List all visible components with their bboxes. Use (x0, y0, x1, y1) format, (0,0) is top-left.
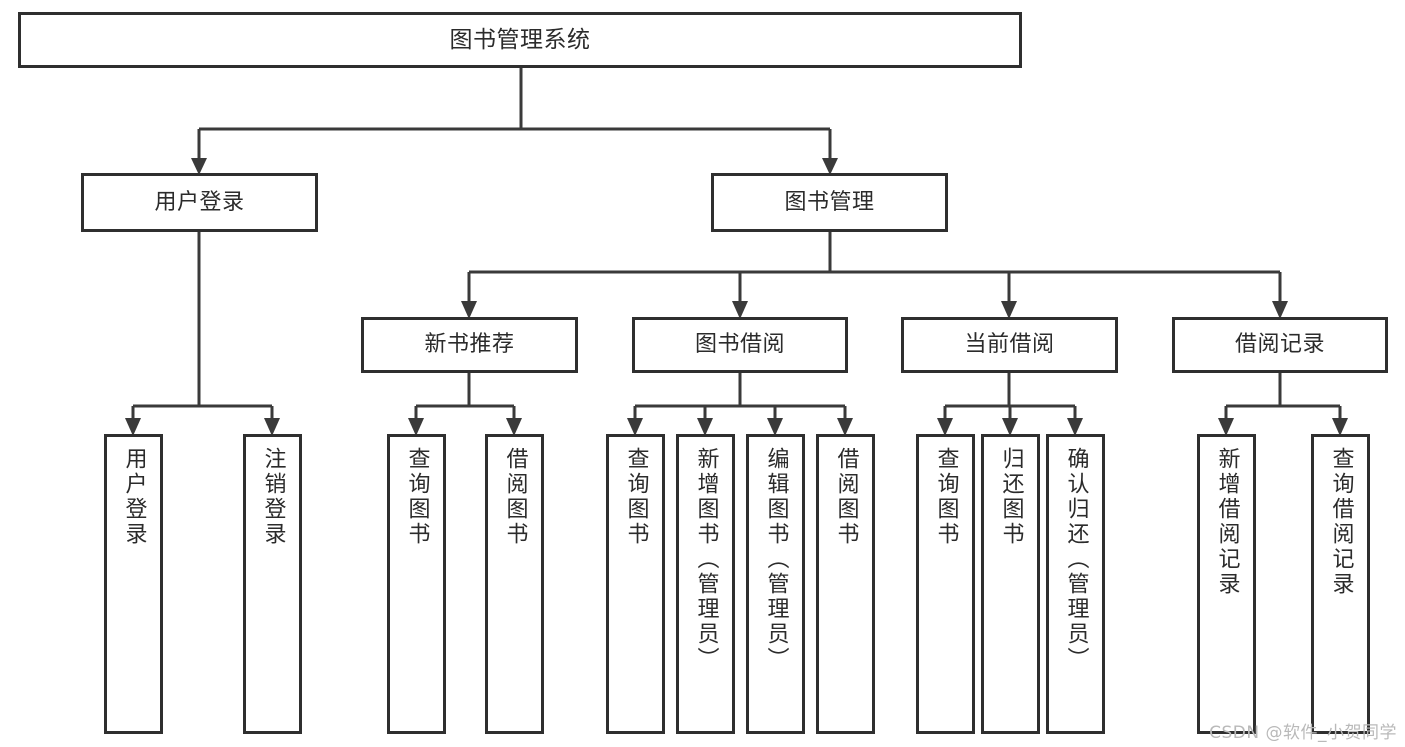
leaf-logout-label: 注销登录 (260, 447, 286, 547)
leaf-add-record[interactable]: 新增借阅记录 (1197, 434, 1256, 734)
leaf-user-login-label: 用户登录 (121, 447, 147, 547)
leaf-return-book-label: 归还图书 (998, 447, 1024, 547)
leaf-confirm-return[interactable]: 确认归还（管理员） (1046, 434, 1105, 734)
node-user-login[interactable]: 用户登录 (81, 173, 318, 232)
leaf-edit-book[interactable]: 编辑图书（管理员） (746, 434, 805, 734)
leaf-query-book-1-label: 查询图书 (404, 447, 430, 547)
node-root[interactable]: 图书管理系统 (18, 12, 1022, 68)
node-book-manage[interactable]: 图书管理 (711, 173, 948, 232)
leaf-add-record-label: 新增借阅记录 (1214, 447, 1240, 597)
leaf-borrow-book-1-label: 借阅图书 (502, 447, 528, 547)
leaf-confirm-return-label: 确认归还（管理员） (1063, 447, 1089, 672)
leaf-query-book-1[interactable]: 查询图书 (387, 434, 446, 734)
leaf-borrow-book-1[interactable]: 借阅图书 (485, 434, 544, 734)
node-book-manage-label: 图书管理 (784, 189, 875, 215)
leaf-query-book-2[interactable]: 查询图书 (606, 434, 665, 734)
leaf-borrow-book-2[interactable]: 借阅图书 (816, 434, 875, 734)
node-new-book-recommend[interactable]: 新书推荐 (361, 317, 578, 373)
node-new-book-recommend-label: 新书推荐 (424, 332, 515, 358)
watermark: CSDN @软件_小贺同学 (1209, 723, 1397, 743)
leaf-query-record[interactable]: 查询借阅记录 (1311, 434, 1370, 734)
node-current-borrow[interactable]: 当前借阅 (901, 317, 1118, 373)
leaf-query-book-3[interactable]: 查询图书 (916, 434, 975, 734)
leaf-query-record-label: 查询借阅记录 (1328, 447, 1354, 597)
node-root-label: 图书管理系统 (449, 26, 591, 53)
node-book-borrow-label: 图书借阅 (694, 332, 785, 358)
leaf-edit-book-label: 编辑图书（管理员） (763, 447, 789, 672)
node-borrow-record-label: 借阅记录 (1234, 332, 1325, 358)
leaf-return-book[interactable]: 归还图书 (981, 434, 1040, 734)
leaf-add-book-label: 新增图书（管理员） (693, 447, 719, 672)
leaf-add-book[interactable]: 新增图书（管理员） (676, 434, 735, 734)
leaf-query-book-3-label: 查询图书 (933, 447, 959, 547)
node-current-borrow-label: 当前借阅 (964, 332, 1055, 358)
leaf-logout[interactable]: 注销登录 (243, 434, 302, 734)
leaf-borrow-book-2-label: 借阅图书 (833, 447, 859, 547)
leaf-user-login[interactable]: 用户登录 (104, 434, 163, 734)
leaf-query-book-2-label: 查询图书 (623, 447, 649, 547)
node-book-borrow[interactable]: 图书借阅 (632, 317, 848, 373)
node-borrow-record[interactable]: 借阅记录 (1172, 317, 1388, 373)
node-user-login-label: 用户登录 (154, 189, 245, 215)
